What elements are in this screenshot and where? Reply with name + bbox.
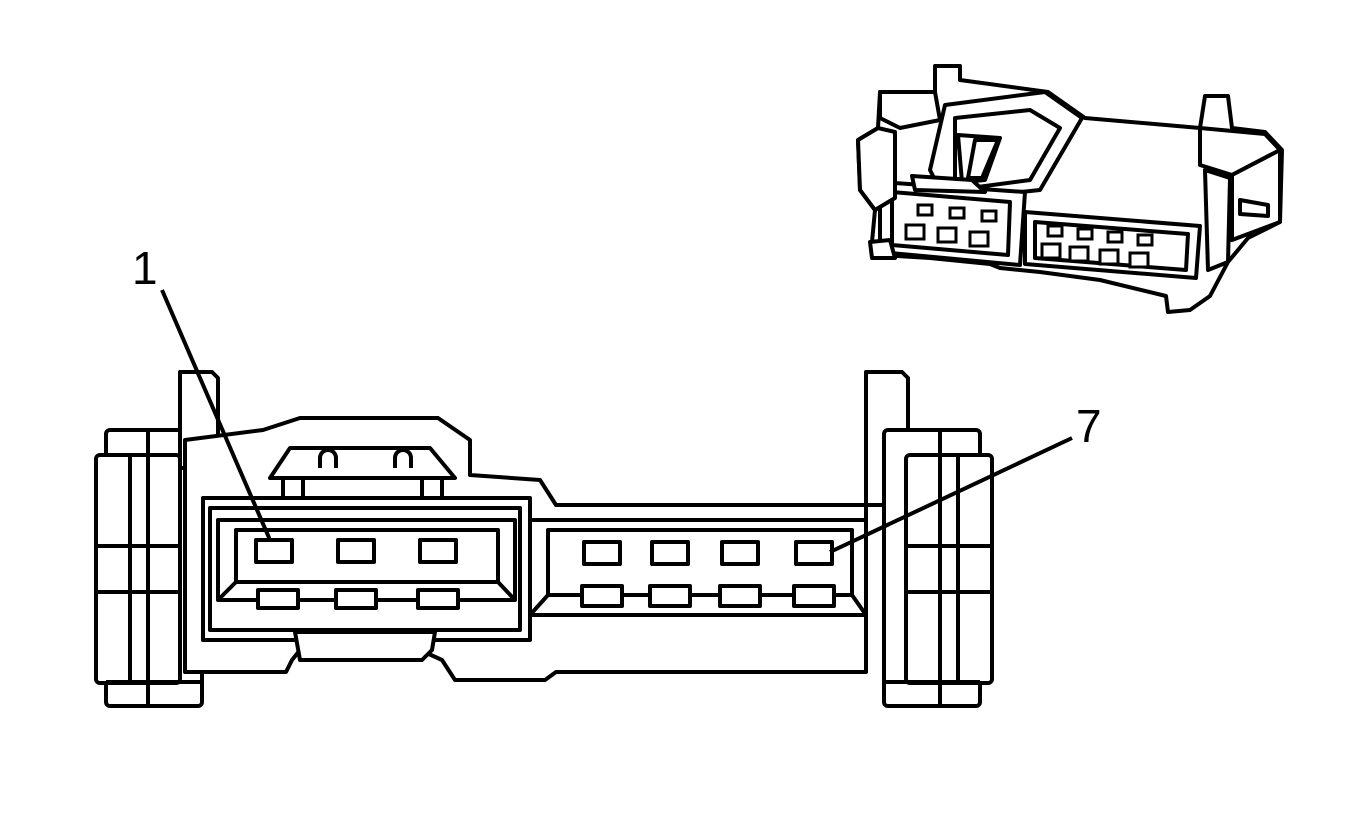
- pin-7: [794, 540, 834, 566]
- connector-front-view: [94, 370, 994, 708]
- bottom-notch: [293, 630, 437, 662]
- pin-4: [582, 540, 622, 566]
- pin-5: [650, 540, 690, 566]
- right-cavity-pins: [580, 540, 836, 608]
- pin-2: [336, 538, 376, 564]
- isometric-pins: [904, 203, 1154, 269]
- callout-pin-7: 7: [1076, 400, 1102, 452]
- pin-3: [418, 538, 458, 564]
- leader-line-pin-1: [160, 289, 272, 541]
- top-latch: [268, 446, 457, 480]
- left-latch: [94, 428, 204, 708]
- connector-isometric-view: [856, 64, 1284, 314]
- right-latch: [882, 428, 994, 708]
- leader-line-pin-7: [829, 436, 1073, 554]
- pin-6: [720, 540, 760, 566]
- pin-1: [254, 538, 294, 564]
- callout-pin-1: 1: [132, 242, 158, 294]
- left-cavity-pins: [254, 538, 460, 610]
